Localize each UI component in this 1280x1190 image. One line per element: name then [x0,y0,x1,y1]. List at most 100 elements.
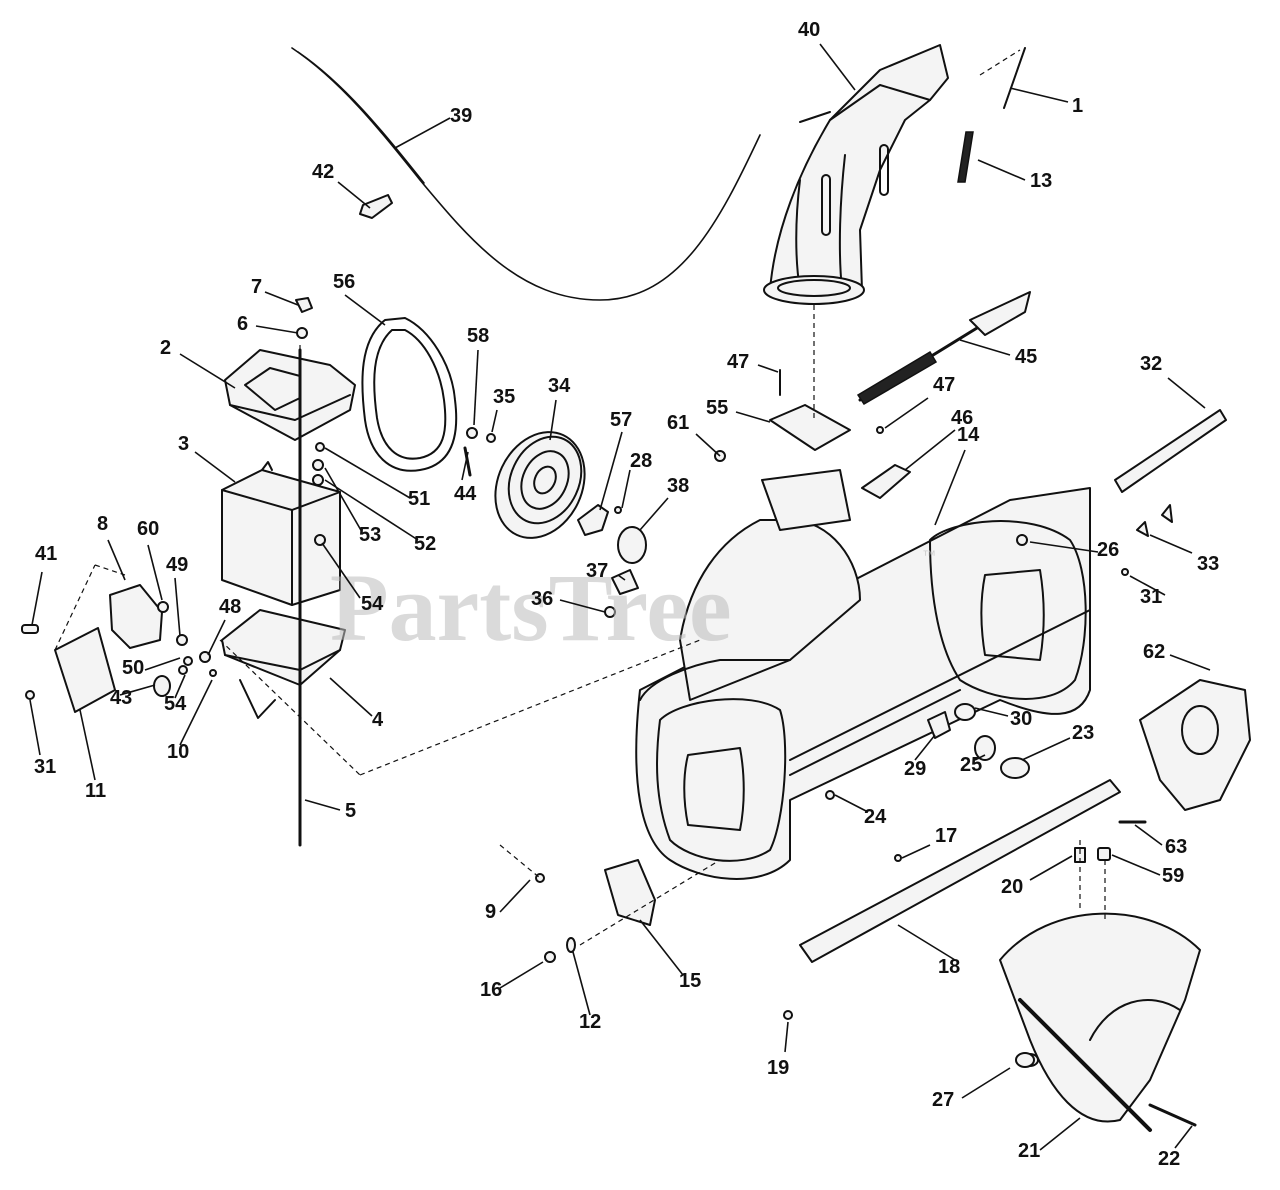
leader-line-6 [255,325,299,334]
leader-line-51 [324,447,411,499]
callout-26: 26 [1097,539,1119,561]
callout-8: 8 [97,513,108,535]
callout-36: 36 [531,588,553,610]
callout-24: 24 [864,806,887,828]
battery-cover [224,349,356,441]
callout-49: 49 [166,554,188,576]
leader-line-53 [324,467,363,533]
callout-30: 30 [1010,708,1032,730]
leader-line-13 [977,159,1026,181]
leader-line-15 [639,919,684,976]
callout-35: 35 [493,386,515,408]
leader-line-61 [695,433,721,457]
leader-line-33 [1149,534,1193,554]
leader-line-21 [1039,1117,1081,1151]
callout-1: 1 [1072,95,1083,117]
callout-3: 3 [178,433,189,455]
callout-15: 15 [679,970,701,992]
callout-40: 40 [798,19,820,41]
watermark: PartsTree [330,554,732,661]
callout-27: 27 [932,1089,954,1111]
callout-25: 25 [960,754,982,776]
leader-line-49 [174,577,181,637]
callout-37: 37 [586,560,608,582]
auger-pulley [494,431,586,539]
scraper-bar [799,779,1121,963]
callout-39: 39 [450,105,472,127]
chute-flange-plate [769,404,851,451]
callout-52: 52 [414,533,436,555]
leader-line-57 [599,431,623,511]
leader-line-31a [1129,575,1166,596]
callout-62: 62 [1143,641,1165,663]
leader-line-9 [499,879,531,913]
leader-line-34 [549,399,557,441]
leader-line-62 [1169,654,1211,671]
leader-line-24 [834,794,869,813]
leader-line-35 [491,409,498,433]
leader-line-32 [1167,377,1206,409]
leader-line-37 [617,574,626,581]
callout-58: 58 [467,325,489,347]
gearbox [1139,679,1251,811]
callout-56: 56 [333,271,355,293]
callout-51: 51 [408,488,430,510]
callout-5: 5 [345,800,356,822]
leader-line-23 [1021,737,1071,761]
callout-17: 17 [935,825,957,847]
leader-line-43 [119,684,156,696]
callout-41: 41 [35,543,57,565]
control-cable [291,47,761,301]
leader-line-47b [884,397,929,429]
callout-31b: 31 [34,756,56,778]
leader-line-20 [1029,855,1073,881]
callout-29: 29 [904,758,926,780]
leader-line-7 [264,291,299,306]
leader-line-55 [735,411,771,423]
callout-10: 10 [167,741,189,763]
leader-line-18 [897,924,956,961]
auger [999,912,1201,1132]
battery [221,461,341,606]
callout-60: 60 [137,518,159,540]
callout-28: 28 [630,450,652,472]
leader-line-48 [207,619,226,656]
callout-42: 42 [312,161,334,183]
leader-line-38 [639,497,669,531]
leader-line-12 [572,951,591,1016]
callout-33: 33 [1197,553,1219,575]
leader-line-11 [79,709,96,781]
leader-line-30 [974,707,1009,717]
callout-47a: 47 [727,351,749,373]
leader-line-31b [29,699,41,756]
callout-48: 48 [219,596,241,618]
leader-line-17 [901,844,931,859]
leader-line-16 [499,961,544,989]
callout-54b: 54 [164,693,187,715]
callout-18: 18 [938,956,960,978]
discharge-chute [763,44,949,305]
leader-line-41 [31,571,43,626]
callout-45: 45 [1015,346,1037,368]
callout-38: 38 [667,475,689,497]
leader-line-19 [784,1021,789,1053]
callout-53: 53 [359,524,381,546]
leader-line-56 [344,294,386,326]
leader-line-39 [394,117,451,149]
leader-line-3 [194,451,236,483]
shear-bolt [1148,1103,1197,1127]
callout-13: 13 [1030,170,1052,192]
callout-31a: 31 [1140,586,1162,608]
leader-line-46 [904,429,956,471]
callout-32: 32 [1140,353,1162,375]
leader-line-54a [321,542,361,599]
callout-11: 11 [85,780,106,802]
leader-line-26 [1029,541,1099,553]
callout-50: 50 [122,657,144,679]
leader-line-45 [959,339,1011,356]
callout-12: 12 [579,1011,601,1033]
callout-23: 23 [1072,722,1094,744]
callout-63: 63 [1165,836,1187,858]
leader-line-58 [473,349,479,426]
leader-line-8 [107,539,126,581]
